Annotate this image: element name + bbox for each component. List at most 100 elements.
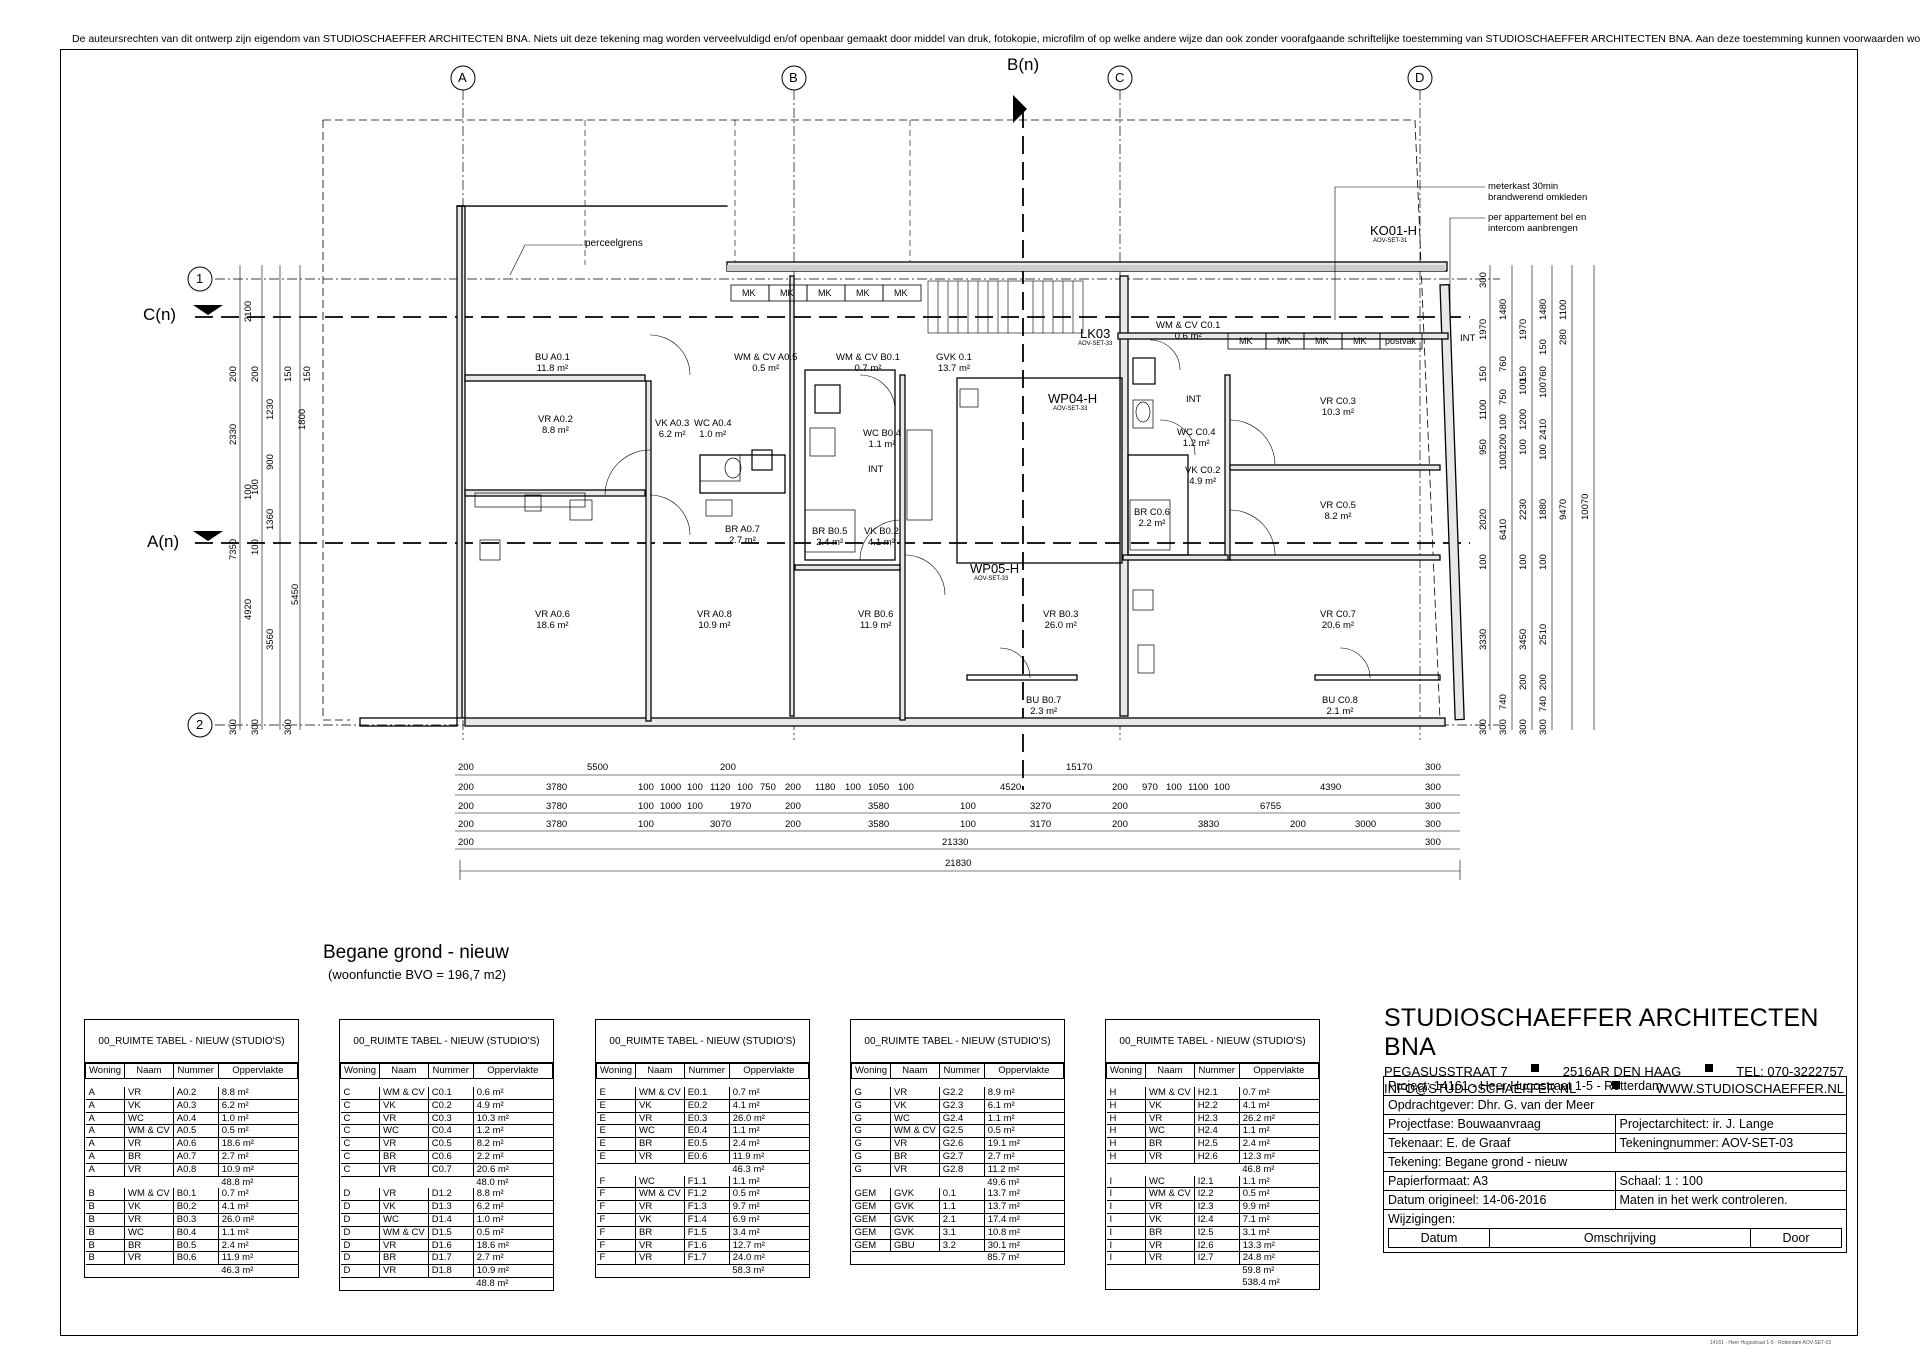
table-cell: I2.2 [1193, 1187, 1240, 1202]
mk-label: MK [894, 288, 908, 298]
table-cell: C [340, 1099, 380, 1113]
mk-label: MK [1277, 336, 1291, 346]
section-c-label: C(n) [143, 305, 177, 324]
table-cell: WC [1145, 1124, 1195, 1139]
table-cell: 1.1 m² [217, 1226, 298, 1240]
column-header: Woning [850, 1063, 892, 1079]
firm-city: 2516AR DEN HAAG [1562, 1064, 1682, 1079]
table-cell: 0.1 [938, 1188, 985, 1202]
firm-name: STUDIOSCHAEFFER ARCHITECTEN BNA [1384, 1004, 1819, 1061]
table-cell: A0.5 [172, 1124, 219, 1139]
table-cell: I2.1 [1193, 1175, 1240, 1189]
table-cell: F1.6 [683, 1239, 730, 1253]
table-cell: 11.2 m² [983, 1163, 1064, 1177]
table-cell: 10.8 m² [983, 1226, 1064, 1240]
table-cell: VK [635, 1213, 685, 1227]
axis-a-label: A [458, 70, 467, 85]
table-cell: 2.7 m² [983, 1150, 1064, 1164]
mk-label: MK [1353, 336, 1367, 346]
table-cell: BR [1145, 1226, 1195, 1240]
table-cell: A0.4 [172, 1112, 219, 1126]
table-cell: 0.5 m² [472, 1226, 553, 1240]
room-table-title: 00_RUIMTE TABEL - NIEUW (STUDIO'S) [85, 1020, 298, 1063]
table-cell: VR [635, 1150, 685, 1164]
table-cell: B [85, 1213, 125, 1227]
table-cell: 9.9 m² [1238, 1200, 1319, 1214]
table-cell: 4.1 m² [728, 1099, 809, 1113]
axis-d-label: D [1415, 70, 1425, 85]
group-total-row: 58.3 m² [597, 1265, 809, 1277]
int-label: INT [868, 464, 884, 475]
table-cell: G2.6 [938, 1137, 985, 1151]
table-cell: I2.7 [1193, 1251, 1240, 1266]
table-cell: 11.9 m² [217, 1251, 298, 1266]
tb-col-desc: Omschrijving [1490, 1229, 1751, 1247]
tb-date: Datum origineel: 14-06-2016 [1388, 1193, 1547, 1207]
table-cell: C [340, 1150, 380, 1164]
table-cell: 9.7 m² [728, 1200, 809, 1214]
table-cell: C0.3 [427, 1112, 474, 1126]
tb-drafter: Tekenaar: E. de Graaf [1388, 1136, 1511, 1150]
table-cell: 4.1 m² [1238, 1099, 1319, 1113]
table-cell: C [340, 1112, 380, 1126]
table-cell: G2.5 [938, 1124, 985, 1139]
bel-note-2: intercom aanbrengen [1488, 223, 1578, 234]
table-cell: A [85, 1087, 125, 1100]
table-cell: A [85, 1099, 125, 1113]
table-cell: 3.4 m² [728, 1226, 809, 1240]
group-total-row: 48.8 m² [341, 1277, 553, 1289]
table-cell: B [85, 1188, 125, 1202]
grand-total: 538.4 m² [1242, 1276, 1280, 1288]
mk-label: MK [780, 288, 794, 298]
firm-tel: TEL: 070-3222757 [1736, 1064, 1844, 1079]
table-cell: C [340, 1087, 380, 1100]
table-cell: B0.5 [172, 1239, 219, 1253]
detail-ref: LK03 [1080, 326, 1111, 341]
mk-label: MK [856, 288, 870, 298]
table-cell: VR [1145, 1150, 1195, 1164]
table-cell: B [85, 1226, 125, 1240]
table-cell: D1.5 [427, 1226, 474, 1240]
table-cell: F [596, 1239, 636, 1253]
kitchen-counters [474, 388, 1155, 674]
group-total: 48.8 m² [476, 1277, 509, 1289]
table-cell: BR [124, 1150, 174, 1164]
group-total-row: 48.8 m² [86, 1176, 298, 1188]
perceelgrens-note: perceelgrens [585, 238, 643, 249]
table-cell: VK [1145, 1213, 1195, 1227]
column-header: Naam [1145, 1063, 1195, 1079]
table-cell: G [851, 1150, 891, 1164]
table-cell: D [340, 1239, 380, 1253]
bullet-icon [1531, 1064, 1540, 1072]
table-cell: 2.1 [938, 1213, 985, 1227]
table-cell: C0.7 [427, 1163, 474, 1177]
group-total-row: 85.7 m² [852, 1252, 1064, 1264]
table-cell: 19.1 m² [983, 1137, 1064, 1151]
table-cell: C0.2 [427, 1099, 474, 1113]
table-cell: 26.0 m² [728, 1112, 809, 1126]
